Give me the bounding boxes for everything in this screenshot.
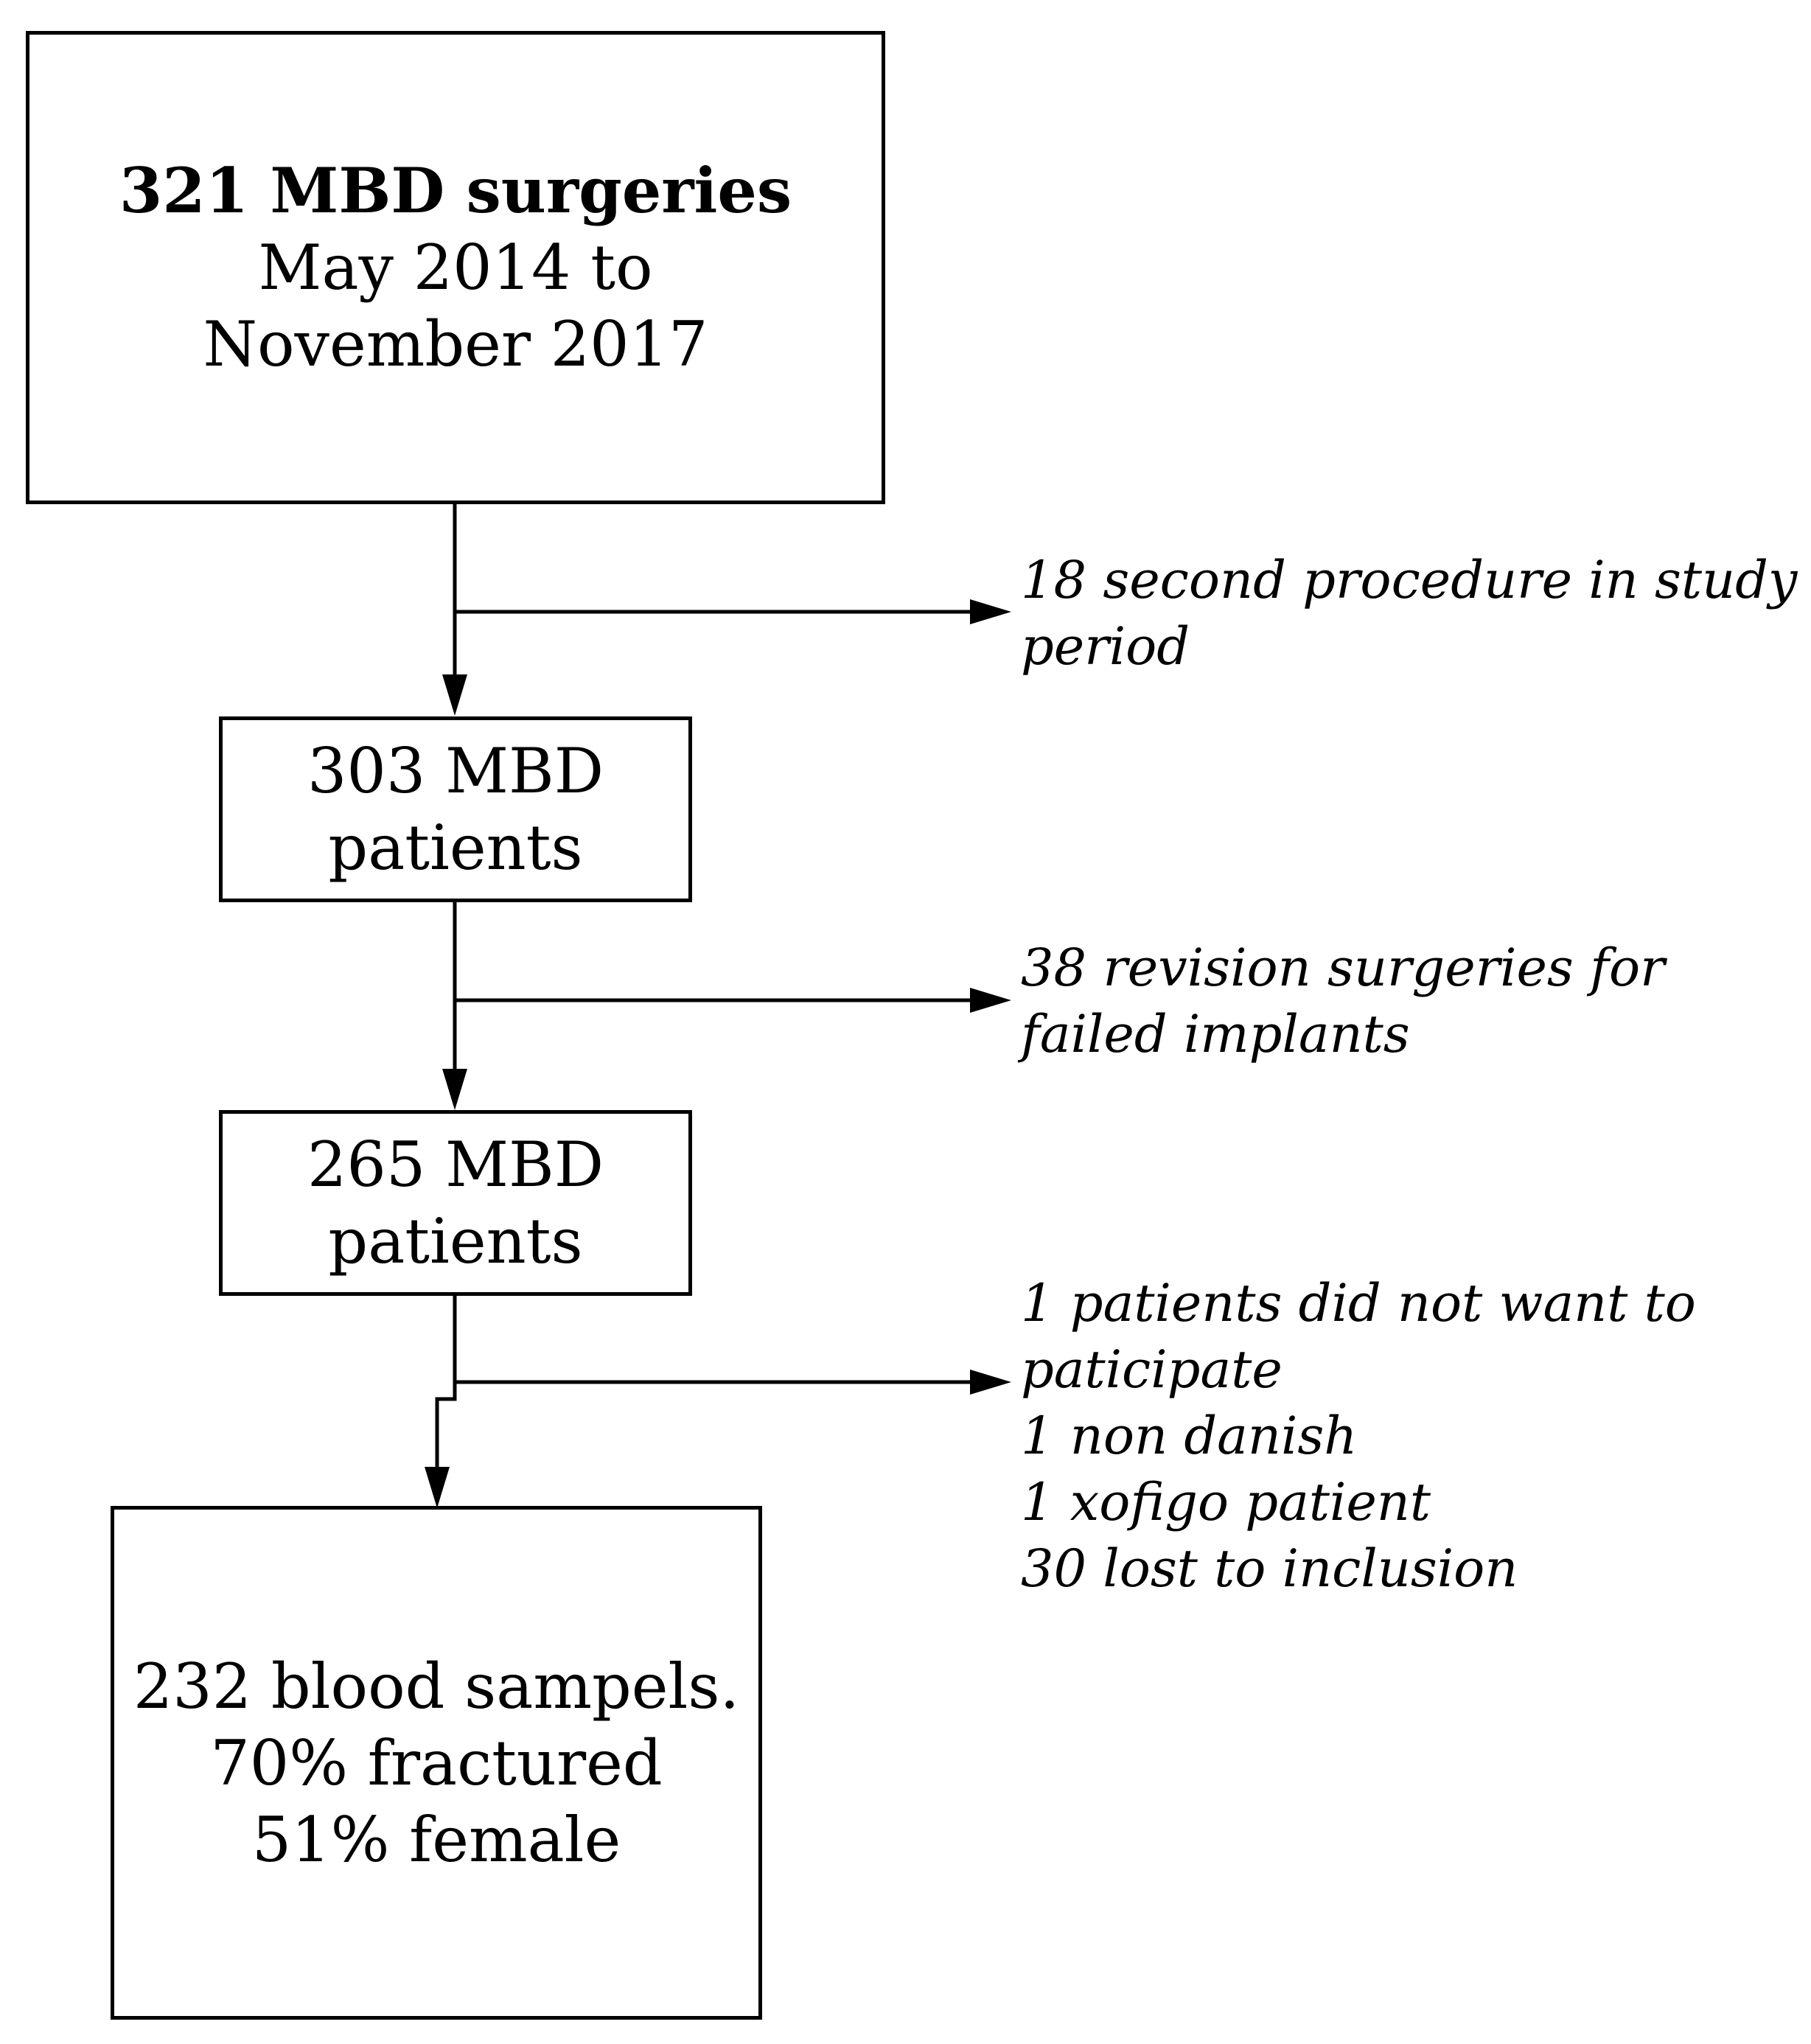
arrowhead-right-exclusion-3 [970,1370,1011,1395]
exclusion-note-1-line2: period [1021,616,1190,677]
arrowhead-down-box4 [425,1467,450,1508]
exclusion-note-1: 18 second procedure in study period [1021,547,1797,680]
box-265-patients-line1: 265 MBD [307,1129,604,1201]
box-blood-samples-count: 232 blood sampels. [133,1650,740,1723]
exclusion-note-3: 1 patients did not want to paticipate 1 … [1021,1270,1696,1602]
box-blood-samples-female: 51% female [251,1803,621,1876]
exclusion-note-3-line5: 30 lost to inclusion [1021,1538,1518,1599]
exclusion-note-3-line2: paticipate [1021,1339,1283,1400]
arrowhead-right-exclusion-1 [970,599,1011,624]
arrowhead-down-box2 [442,674,467,716]
box-blood-samples: 232 blood sampels. 70% fractured 51% fem… [111,1506,762,2020]
connector-box3-to-box4 [435,1294,457,1467]
box-303-patients-line1: 303 MBD [307,735,604,807]
box-mbd-surgeries-start: May 2014 to [258,231,653,304]
exclusion-note-2: 38 revision surgeries for failed implant… [1021,935,1665,1067]
exclusion-note-1-line1: 18 second procedure in study [1021,550,1798,610]
box-mbd-surgeries-end: November 2017 [203,308,708,380]
box-blood-samples-fractured: 70% fractured [210,1726,663,1799]
box-mbd-surgeries-title: 321 MBD surgeries [119,154,792,227]
arrowhead-right-exclusion-2 [970,988,1011,1013]
box-303-patients-line2: patients [328,812,583,884]
box-265-patients: 265 MBD patients [219,1110,692,1296]
box-265-patients-line2: patients [328,1205,583,1277]
box-303-patients: 303 MBD patients [219,716,692,902]
exclusion-note-2-line2: failed implants [1021,1004,1410,1064]
exclusion-note-3-line4: 1 xofigo patient [1021,1472,1431,1532]
arrowhead-down-box3 [442,1069,467,1110]
box-mbd-surgeries: 321 MBD surgeries May 2014 to November 2… [26,31,885,504]
exclusion-note-3-line3: 1 non danish [1021,1406,1358,1466]
exclusion-note-3-line1: 1 patients did not want to [1021,1273,1696,1333]
exclusion-note-2-line1: 38 revision surgeries for [1021,938,1665,998]
